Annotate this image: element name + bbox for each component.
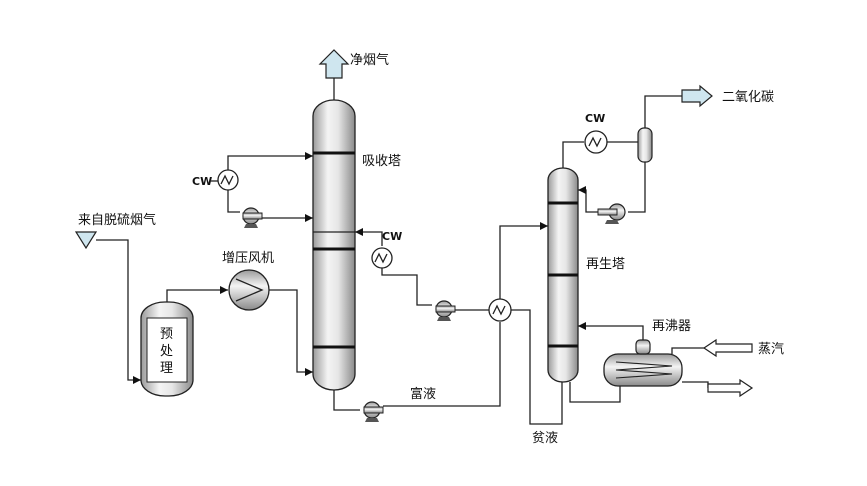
pipe-regen-overhead xyxy=(562,141,584,168)
pretreatment-vessel xyxy=(140,301,194,397)
cw-label-absorber-top: CW xyxy=(192,175,212,188)
booster-fan-icon xyxy=(228,269,270,311)
reboiler-label: 再沸器 xyxy=(652,319,691,334)
pipe-rich-to-regenerator xyxy=(499,225,548,299)
pretreatment-label-3: 理 xyxy=(160,361,173,376)
co2-label: 二氧化碳 xyxy=(722,90,774,105)
absorber-intercooler-loop xyxy=(313,228,432,306)
pipe-steam xyxy=(671,347,708,354)
booster-fan-label: 增压风机 xyxy=(222,251,274,266)
pipe-lean-from-regenerator xyxy=(511,309,563,425)
pump-icon xyxy=(242,207,263,228)
pipe-reflux xyxy=(628,162,646,213)
regenerator-column xyxy=(547,167,579,383)
pretreatment-label-1: 预 xyxy=(160,327,173,342)
cw-label-condenser: CW xyxy=(585,112,605,125)
pipe-fan-to-absorber xyxy=(269,289,313,373)
steam-inlet-arrow xyxy=(702,338,753,358)
co2-outlet-arrow xyxy=(681,84,713,108)
pump-icon xyxy=(435,300,456,321)
pump-icon xyxy=(363,401,384,422)
pipe-condensate xyxy=(682,381,709,388)
clean-flue-gas-arrow xyxy=(318,49,350,100)
cw-label-absorber-mid: CW xyxy=(382,230,402,243)
lean-liquor-label: 贫液 xyxy=(532,430,558,446)
clean-flue-gas-label: 净烟气 xyxy=(350,52,389,68)
pipe-pretreat-to-fan xyxy=(166,289,228,302)
pipe-rich-to-hx xyxy=(383,322,501,407)
pretreatment-label-2: 处 xyxy=(160,344,173,359)
absorber-column xyxy=(312,99,356,391)
reboiler-icon xyxy=(603,339,683,387)
condenser-icon xyxy=(584,130,608,154)
heat-exchanger-icon xyxy=(371,247,393,269)
pipe-rich-out xyxy=(333,390,360,411)
flue-gas-inlet-icon xyxy=(74,231,141,384)
absorber-top-cooler-loop xyxy=(217,152,313,222)
regenerator-label: 再生塔 xyxy=(586,257,625,272)
flue-gas-in-label: 来自脱硫烟气 xyxy=(78,212,156,228)
reflux-drum-icon xyxy=(637,127,653,163)
lean-rich-exchanger-icon xyxy=(488,298,512,322)
pump-icon xyxy=(597,203,626,224)
rich-liquor-label: 富液 xyxy=(410,386,436,402)
condensate-outlet-arrow xyxy=(707,378,754,398)
pipe-regen-to-reboiler xyxy=(569,382,621,403)
pipe-reflux-in xyxy=(578,189,598,213)
steam-label: 蒸汽 xyxy=(758,342,784,357)
pipe-reboiler-vapor xyxy=(578,325,644,340)
absorber-label: 吸收塔 xyxy=(362,154,401,169)
heat-exchanger-icon xyxy=(217,169,239,191)
pipe-co2-out xyxy=(644,95,682,128)
